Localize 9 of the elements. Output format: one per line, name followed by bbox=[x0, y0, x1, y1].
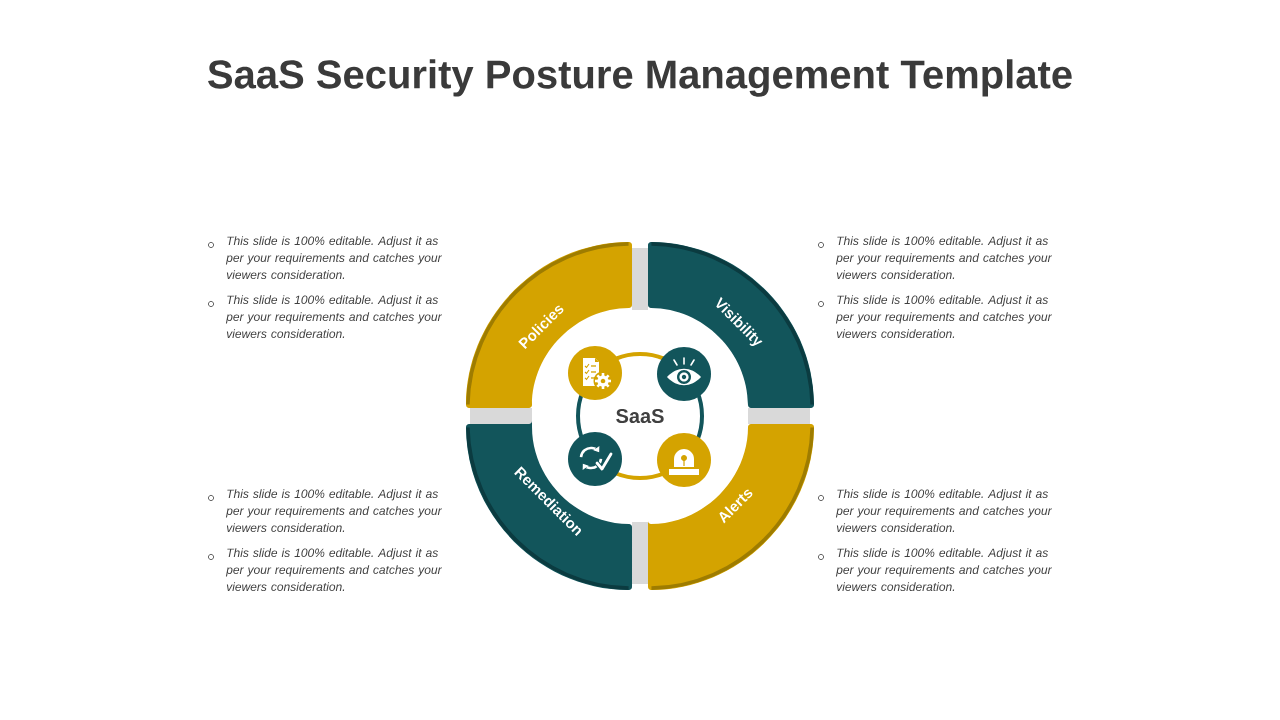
bullet-text: This slide is 100% editable. Adjust it as per your requirements and catches your viewers consideration. bbox=[835, 548, 1052, 591]
bullet-text: This slide is 100% editable. Adjust it as per your requirements and catches your viewers consideration. bbox=[225, 548, 442, 591]
title: SaaS Security Posture Management Template bbox=[208, 59, 1072, 97]
bullet-text: This slide is 100% editable. Adjust it as per your requirements and catches your viewers consideration. bbox=[835, 295, 1052, 338]
bullet-text: This slide is 100% editable. Adjust it as per your requirements and catches your viewers consideration. bbox=[225, 295, 442, 338]
bullet-text: This slide is 100% editable. Adjust it as per your requirements and catches your viewers consideration. bbox=[835, 489, 1052, 532]
bullet-text: This slide is 100% editable. Adjust it as per your requirements and catches your viewers consideration. bbox=[835, 236, 1052, 279]
bullet-text: This slide is 100% editable. Adjust it as per your requirements and catches your viewers consideration. bbox=[225, 236, 442, 279]
bullet-text: This slide is 100% editable. Adjust it as per your requirements and catches your viewers consideration. bbox=[225, 489, 442, 532]
